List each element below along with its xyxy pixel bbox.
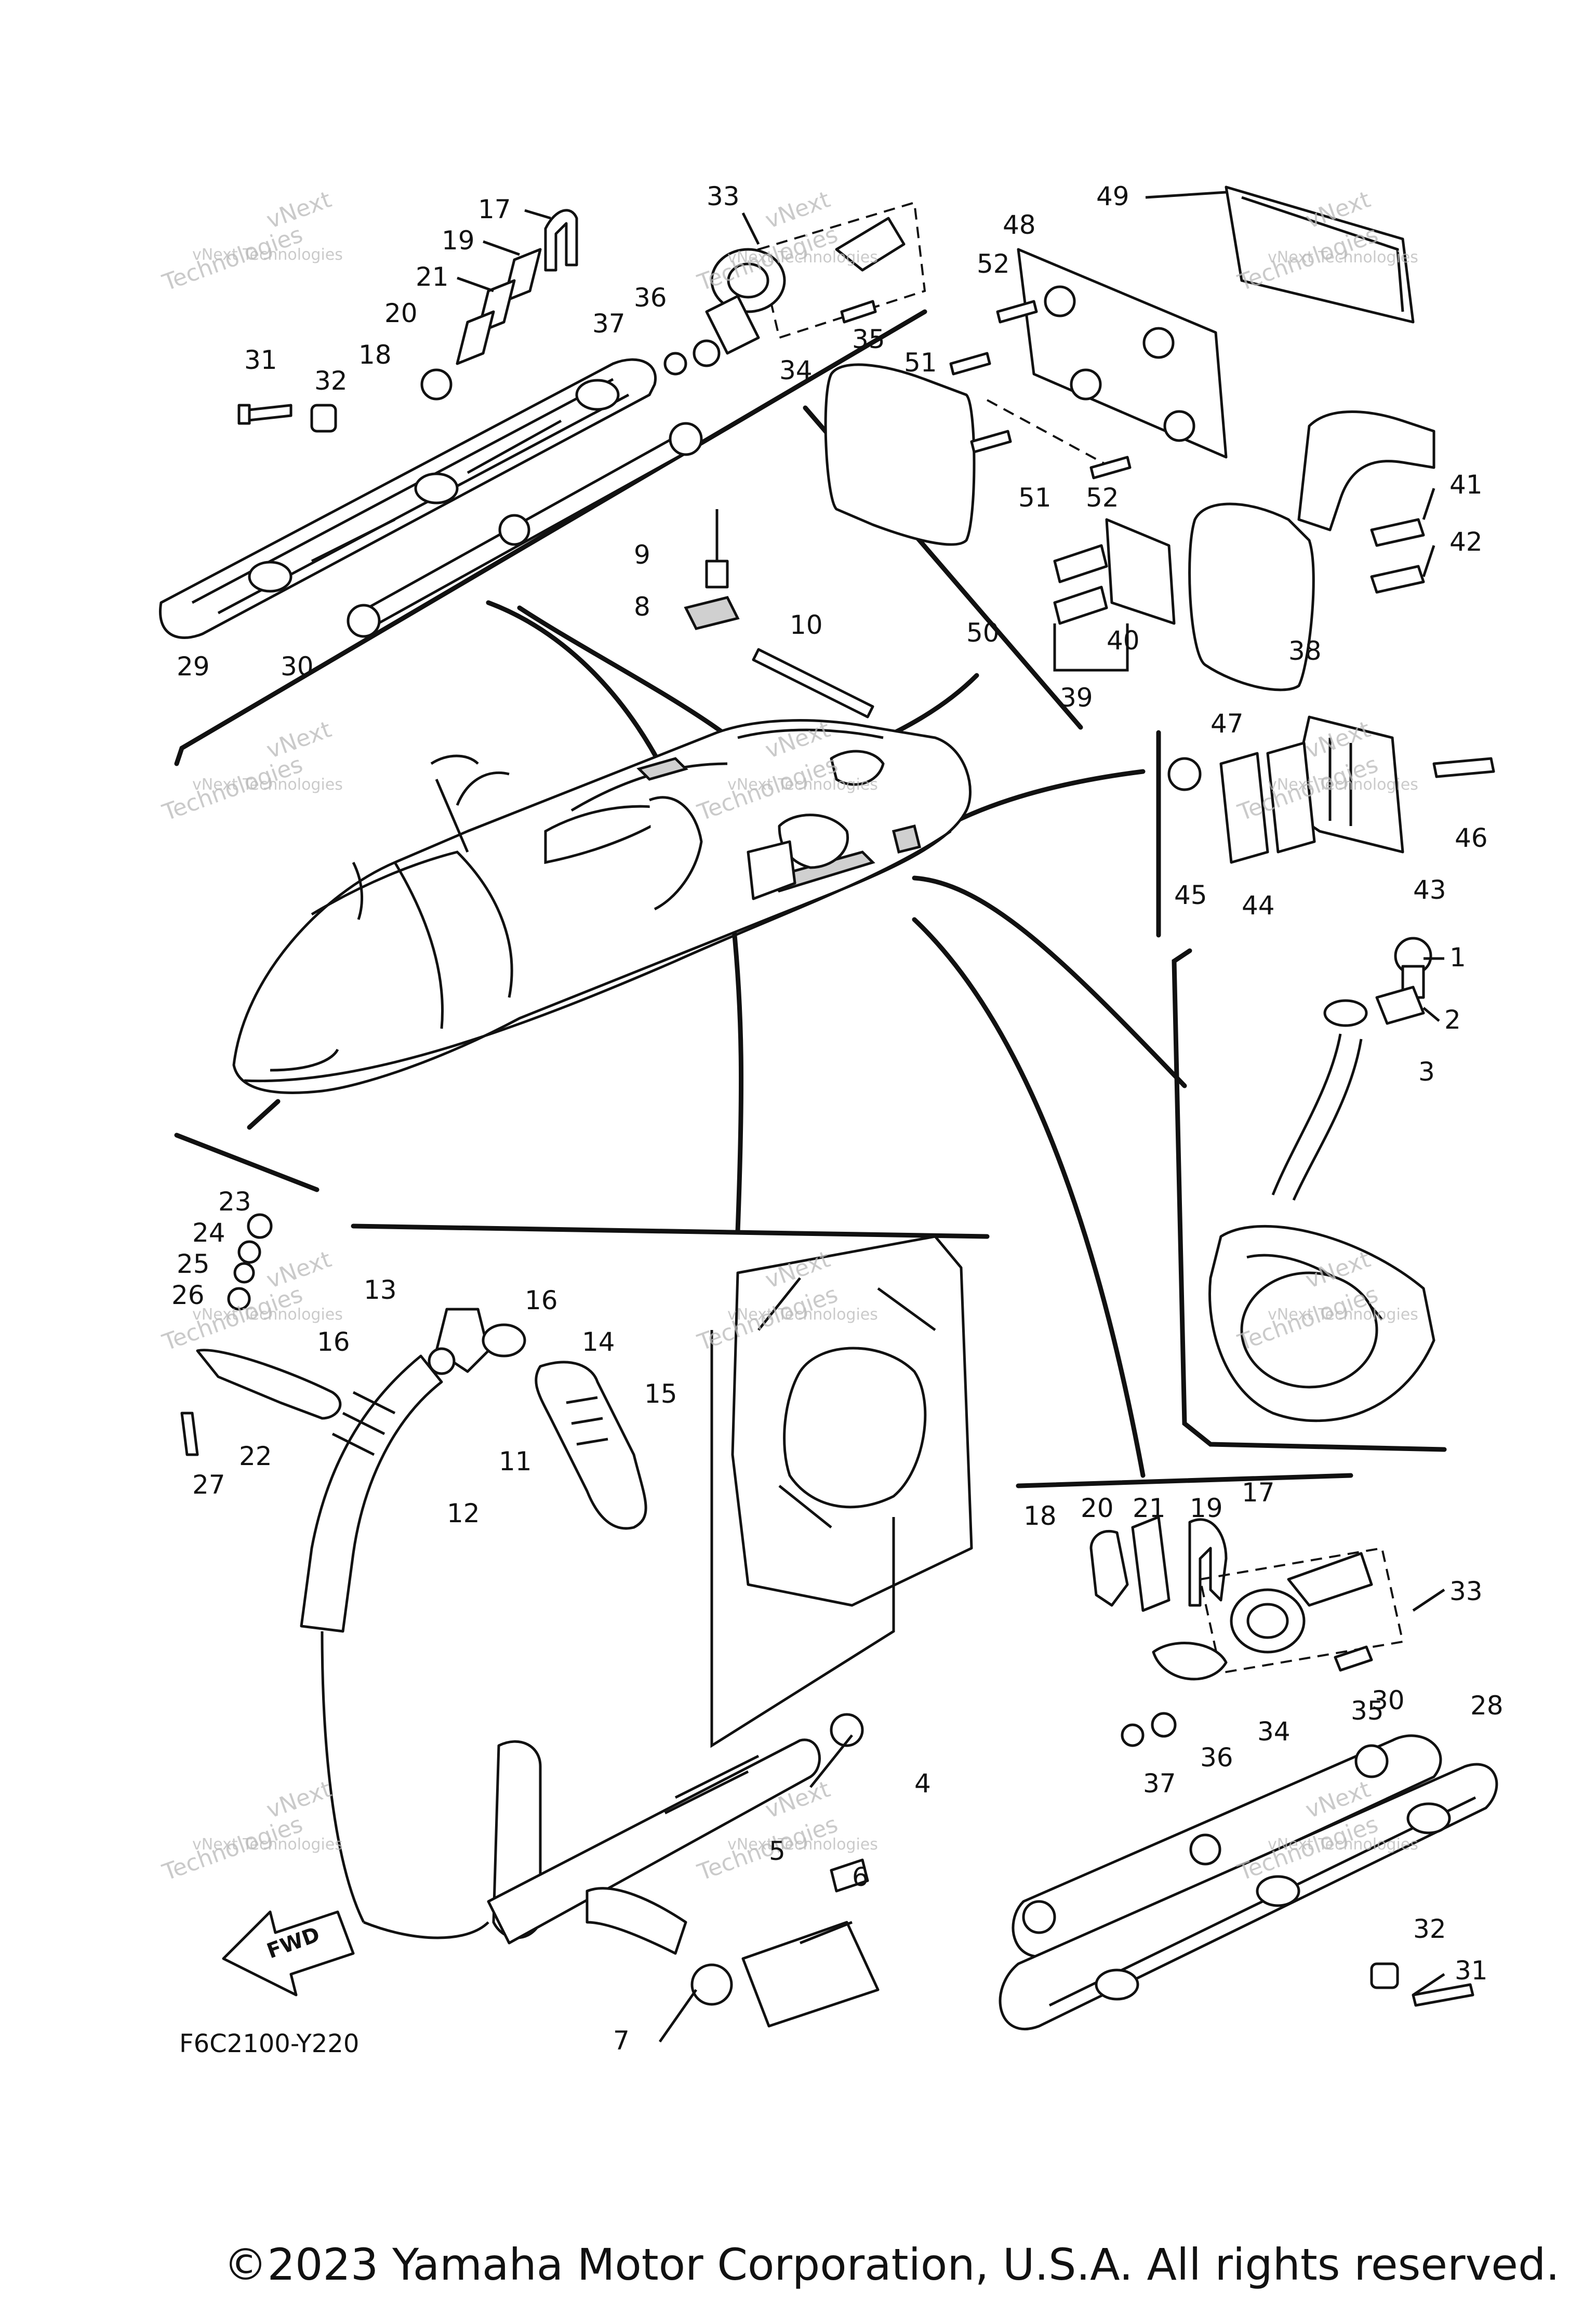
callout: 36	[634, 283, 667, 313]
callout: 42	[1449, 527, 1483, 557]
callout: 1	[1449, 942, 1466, 973]
callout: 20	[384, 298, 418, 328]
callout: 4	[914, 1768, 931, 1799]
callout: 5	[769, 1836, 786, 1866]
callout: 35	[1351, 1696, 1384, 1726]
callout: 22	[239, 1441, 272, 1471]
callout: 43	[1413, 875, 1446, 905]
callout: 12	[447, 1498, 480, 1528]
callout: 21	[416, 262, 449, 292]
callout: 17	[1242, 1478, 1275, 1508]
callout: 8	[634, 592, 650, 622]
callout: 33	[1449, 1576, 1483, 1606]
callout: 46	[1455, 823, 1488, 853]
callout: 51	[1018, 483, 1052, 513]
callout: 52	[1086, 483, 1119, 513]
callout: 10	[790, 610, 823, 640]
callout: 16	[317, 1327, 350, 1357]
callout: 41	[1449, 470, 1483, 500]
callout: 27	[192, 1470, 225, 1500]
callout: 35	[852, 324, 885, 354]
callout: 37	[1143, 1768, 1176, 1799]
callout: 31	[244, 345, 277, 375]
callout: 21	[1133, 1493, 1166, 1523]
callout: 24	[192, 1218, 225, 1248]
callout: 9	[634, 540, 650, 570]
callout: 37	[592, 309, 626, 339]
callout: 13	[364, 1275, 397, 1305]
callout: 50	[966, 618, 1000, 648]
callout-leaders	[457, 191, 1445, 2043]
top-right-cover-group	[824, 185, 1435, 691]
callout: 47	[1211, 709, 1244, 739]
callout: 49	[1096, 181, 1129, 211]
callout: 31	[1455, 1955, 1488, 1986]
right-bracket-group	[1167, 715, 1495, 864]
callout: 25	[177, 1249, 210, 1279]
watermark-text: vNext Technologies	[727, 248, 878, 267]
callout: 34	[1257, 1717, 1291, 1747]
callout: 14	[582, 1327, 615, 1357]
callout: 28	[1470, 1691, 1504, 1721]
bottom-left-hose-group	[180, 1213, 973, 2028]
callout: 32	[1413, 1914, 1446, 1944]
watermark-text: vNext Technologies	[727, 1306, 878, 1324]
watermark-text: vNext Technologies	[192, 1306, 343, 1324]
callout: 19	[1190, 1493, 1223, 1523]
top-left-step-group	[159, 201, 926, 719]
callout: 51	[904, 348, 937, 378]
watermark-text: vNext Technologies	[1268, 776, 1418, 794]
watermark-text: vNext Technologies	[192, 776, 343, 794]
callout: 18	[358, 340, 392, 370]
callout: 17	[478, 194, 511, 224]
watermark-text: vNext Technologies	[1268, 248, 1418, 267]
callout: 36	[1200, 1742, 1233, 1773]
callout: 29	[177, 651, 210, 682]
right-housing-group	[1208, 937, 1435, 1422]
callout: 30	[1372, 1685, 1405, 1715]
callout: 34	[779, 355, 813, 385]
callout: 48	[1003, 210, 1036, 240]
callout: 7	[613, 2026, 630, 2056]
callout: 30	[281, 651, 314, 682]
callout: 52	[977, 249, 1010, 279]
watercraft-hull	[232, 719, 972, 1094]
callout: 26	[171, 1280, 205, 1310]
watermark-text: vNext Technologies	[192, 1835, 343, 1854]
callout: 38	[1288, 636, 1322, 666]
leader-arrows	[247, 600, 1187, 1478]
diagram-code: F6C2100-Y220	[179, 2029, 359, 2058]
callout: 15	[644, 1379, 677, 1409]
callout: 18	[1023, 1501, 1057, 1531]
callout-labels: 17 19 21 20 18 31 32 33 36 37 34 35 29 3…	[171, 181, 1504, 2056]
callout: 3	[1418, 1057, 1435, 1087]
watermark-text: vNext Technologies	[192, 246, 343, 264]
copyright-notice: ©2023 Yamaha Motor Corporation, U.S.A. A…	[223, 2239, 1560, 2290]
callout: 44	[1242, 890, 1275, 921]
callout: 33	[707, 181, 740, 211]
callout: 32	[314, 366, 348, 396]
callout: 6	[852, 1862, 869, 1892]
callout: 45	[1174, 880, 1207, 910]
callout: 11	[499, 1446, 532, 1476]
callout: 39	[1060, 683, 1093, 713]
callout: 20	[1081, 1493, 1114, 1523]
callout: 23	[218, 1187, 251, 1217]
watermark-text: vNext Technologies	[1268, 1306, 1418, 1324]
watermark-text: vNext Technologies	[727, 776, 878, 794]
callout: 2	[1444, 1005, 1461, 1035]
callout: 40	[1107, 626, 1140, 656]
watermark-text: vNext Technologies	[1268, 1835, 1418, 1854]
bottom-right-step-group	[999, 1515, 1498, 2030]
callout: 19	[442, 225, 475, 256]
callout: 16	[525, 1285, 558, 1315]
watermark-text: vNext Technologies	[727, 1835, 878, 1854]
